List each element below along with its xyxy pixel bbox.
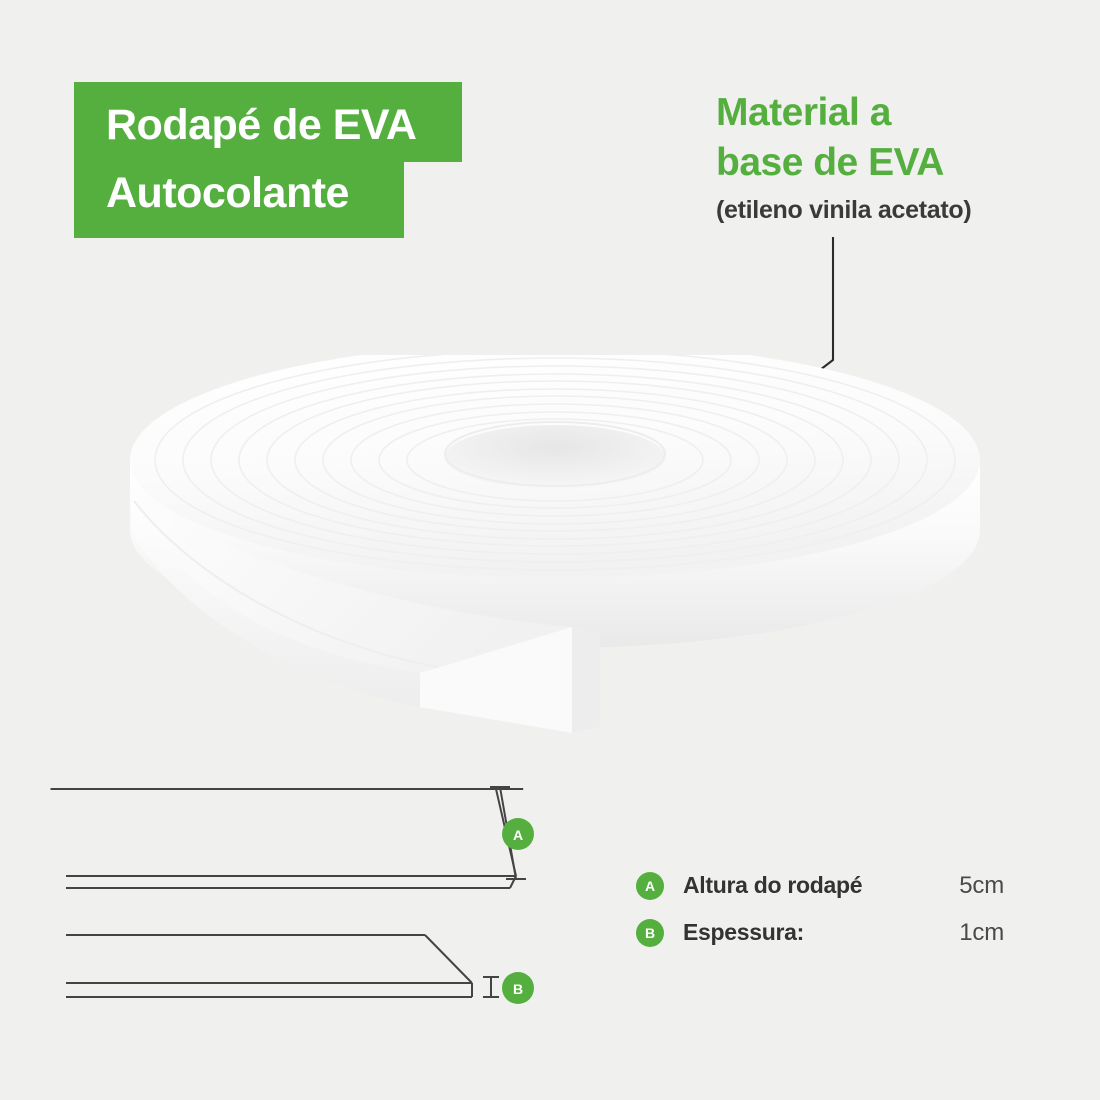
spec-badge-a: A	[636, 871, 664, 900]
diagram-badge-a-label: A	[513, 827, 523, 843]
product-image	[120, 342, 980, 735]
roll-center-hole	[445, 425, 665, 489]
diagram-badge-a: A	[502, 818, 534, 850]
spec-value-height: 5cm	[959, 871, 1004, 899]
spec-row-height: A Altura do rodapé 5cm	[636, 862, 1004, 909]
eva-roll-icon	[130, 342, 980, 733]
roll-tail-seam	[133, 500, 439, 668]
profile-b-outline	[66, 934, 473, 998]
dimension-line-b	[483, 976, 499, 998]
roll-coil-rings	[154, 349, 956, 571]
profile-a-outline	[50, 788, 524, 889]
spec-row-thickness: B Espessura: 1cm	[636, 909, 1004, 956]
spec-value-thickness: 1cm	[959, 918, 1004, 946]
roll-tail-end-side	[572, 627, 600, 733]
page-title-line-2: Autocolante	[74, 162, 404, 238]
spec-badge-b: B	[636, 918, 664, 947]
diagram-badge-b-label: B	[513, 981, 523, 997]
material-callout-heading: Material a base de EVA (etileno vinila a…	[716, 88, 1046, 226]
technical-drawings: A B	[40, 760, 600, 1030]
material-heading-line-2: base de EVA	[716, 141, 944, 184]
roll-center-hole-rim	[444, 421, 666, 487]
spec-legend: A Altura do rodapé 5cm B Espessura: 1cm	[636, 862, 1004, 956]
roll-tail-top	[132, 495, 572, 673]
spec-label-height: Altura do rodapé	[683, 872, 863, 898]
spec-label-thickness: Espessura:	[683, 919, 805, 945]
page-title-line-1: Rodapé de EVA	[74, 82, 462, 162]
material-heading-line-1: Material a	[716, 91, 891, 134]
technical-drawings-svg: A B	[50, 786, 534, 1004]
material-subtitle: (etileno vinila acetato)	[716, 196, 972, 224]
roll-tail-end-face	[420, 627, 572, 733]
roll-tail-face	[132, 495, 420, 707]
page-title: Rodapé de EVA Autocolante	[74, 82, 494, 238]
diagram-badge-b: B	[502, 972, 534, 1004]
